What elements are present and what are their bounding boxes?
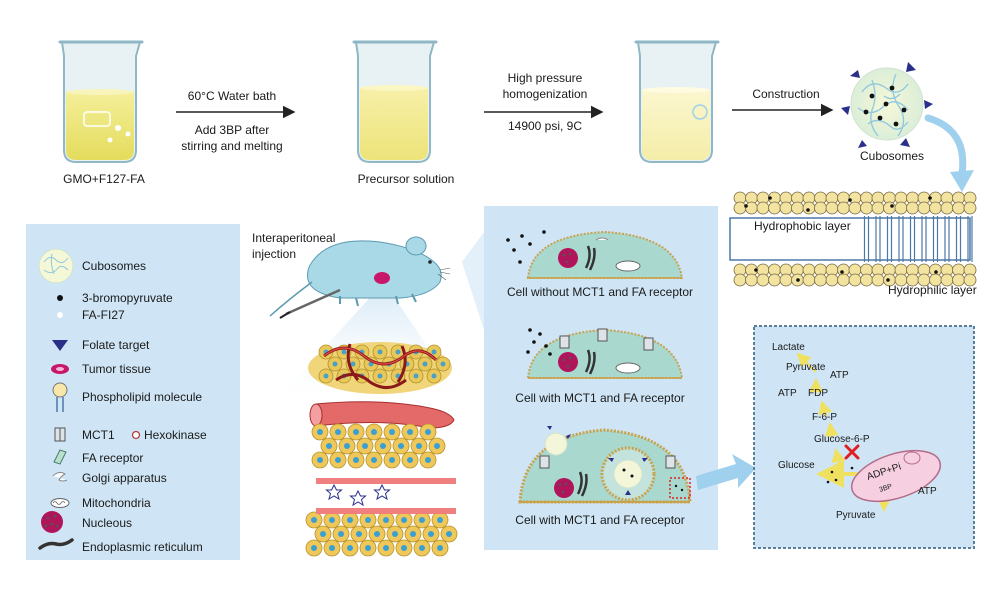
step1-bottom-line1: Add 3BP after xyxy=(195,123,270,137)
cell-3 xyxy=(518,426,692,504)
step1-top-label: 60°C Water bath xyxy=(188,89,276,103)
legend-label: FA-FI27 xyxy=(82,308,125,322)
cubosome-large xyxy=(841,62,933,148)
pathway-box xyxy=(753,325,975,549)
legend-mct1-icon xyxy=(54,427,66,442)
panel-connector xyxy=(462,232,484,330)
curved-arrow xyxy=(924,114,974,192)
svg-text:F-6-P: F-6-P xyxy=(812,412,837,423)
pathway-arrows xyxy=(796,352,891,512)
legend-label: 3-bromopyruvate xyxy=(82,291,173,305)
mitochondrion-large xyxy=(850,449,942,503)
hydrophobic-label: Hydrophobic layer xyxy=(754,219,851,233)
beaker-3 xyxy=(634,40,720,163)
legend-label: FA receptor xyxy=(82,451,143,465)
legend-fa-fi27-icon xyxy=(57,312,63,318)
svg-text:Lactate: Lactate xyxy=(772,342,805,353)
beaker-1 xyxy=(58,40,144,163)
tumor-cluster xyxy=(308,342,452,394)
svg-text:ATP: ATP xyxy=(778,388,797,399)
legend-bromopyruvate-icon xyxy=(57,295,63,301)
beaker-2 xyxy=(352,40,438,163)
inhibition-mark xyxy=(826,444,860,484)
legend-label: Mitochondria xyxy=(82,496,151,510)
step2-top-line2: homogenization xyxy=(503,87,588,101)
cell-1 xyxy=(506,230,684,279)
pathway-labels: Lactate Pyruvate ATP ATP FDP F-6-P Gluco… xyxy=(772,342,937,521)
svg-text:ATP: ATP xyxy=(830,370,849,381)
cell-3-label: Cell with MCT1 and FA receptor xyxy=(515,513,684,527)
injection-line2: injection xyxy=(252,247,296,261)
legend-fa-receptor-icon xyxy=(53,449,67,465)
svg-text:Glucose: Glucose xyxy=(778,460,815,471)
legend-label: Tumor tissue xyxy=(82,362,151,376)
legend-phospholipid-icon xyxy=(52,382,68,412)
legend-label: Golgi apparatus xyxy=(82,471,167,485)
legend-hexokinase-icon xyxy=(131,430,141,440)
cell-1-label: Cell without MCT1 and FA receptor xyxy=(507,285,693,299)
cell-to-pathway-arrow xyxy=(696,454,756,490)
mouse-illustration xyxy=(269,236,451,319)
beaker-1-label: GMO+F127-FA xyxy=(63,172,145,186)
legend-labels: Cubosomes 3-bromopyruvate FA-FI27 Folate… xyxy=(82,259,207,554)
legend-label: Folate target xyxy=(82,338,150,352)
legend-label: Phospholipid molecule xyxy=(82,390,202,404)
membrane-bilayer xyxy=(729,191,977,287)
cubosome-label: Cubosomes xyxy=(860,149,924,163)
svg-text:ATP: ATP xyxy=(918,486,937,497)
cell-2 xyxy=(526,328,684,379)
legend-label: MCT1 xyxy=(82,428,115,442)
beaker-2-label: Precursor solution xyxy=(358,172,455,186)
legend-label: Endoplasmic reticulum xyxy=(82,540,203,554)
legend-cubosome-icon xyxy=(38,248,74,284)
legend-er-icon xyxy=(38,538,74,550)
cell-2-label: Cell with MCT1 and FA receptor xyxy=(515,391,684,405)
legend-folate-icon xyxy=(52,340,68,351)
legend-label: Nucleous xyxy=(82,516,132,530)
hydrophilic-label: Hydrophilic layer xyxy=(888,283,977,297)
svg-text:Pyruvate: Pyruvate xyxy=(836,510,876,521)
legend-icons xyxy=(38,248,141,550)
legend-label: Hexokinase xyxy=(144,428,207,442)
svg-text:Glucose-6-P: Glucose-6-P xyxy=(814,434,870,445)
step1-bottom-line2: stirring and melting xyxy=(181,139,282,153)
tissue-layers xyxy=(305,423,458,557)
legend-golgi-icon xyxy=(52,471,68,482)
svg-text:Pyruvate: Pyruvate xyxy=(786,362,826,373)
step3-label: Construction xyxy=(752,87,819,101)
svg-text:3BP: 3BP xyxy=(878,483,893,494)
legend-label: Cubosomes xyxy=(82,259,146,273)
legend-nucleous-icon xyxy=(41,511,63,533)
injection-line1: Interaperitoneal xyxy=(252,231,335,245)
step2-top-line1: High pressure xyxy=(508,71,583,85)
step2-bottom-label: 14900 psi, 9C xyxy=(508,119,582,133)
svg-text:FDP: FDP xyxy=(808,388,828,399)
legend-mitochondria-icon xyxy=(50,498,70,508)
